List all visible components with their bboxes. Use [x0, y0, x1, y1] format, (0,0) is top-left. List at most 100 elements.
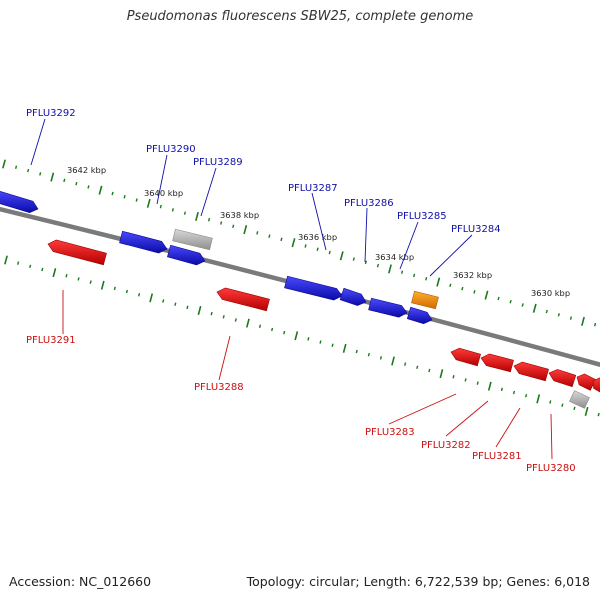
gene-label[interactable]: PFLU3283 — [365, 427, 415, 438]
ruler-tick — [597, 412, 600, 417]
gene-label-connector — [30, 118, 46, 166]
gene-feature[interactable] — [216, 287, 270, 312]
ruler-tick — [100, 280, 105, 290]
gene-feature[interactable] — [480, 353, 514, 373]
ruler-tick — [65, 274, 68, 278]
ruler-tick — [149, 293, 154, 303]
ruler-tick — [536, 394, 541, 404]
ruler-tick — [484, 290, 489, 300]
ruler-tick — [497, 296, 500, 301]
gene-features[interactable] — [0, 190, 600, 409]
gene-feature[interactable] — [368, 297, 408, 318]
ruler-tick — [159, 204, 162, 209]
ruler-tick — [487, 381, 492, 391]
gene-feature[interactable] — [450, 347, 481, 367]
ruler-tick — [146, 198, 151, 208]
ruler-tick — [245, 318, 250, 328]
ruler-tick — [41, 267, 44, 272]
gene-feature[interactable] — [284, 275, 343, 301]
gene-label[interactable]: PFLU3285 — [397, 211, 447, 222]
gene-feature[interactable] — [548, 369, 577, 388]
gene-label[interactable]: PFLU3281 — [472, 451, 522, 462]
gene-feature[interactable] — [592, 377, 600, 393]
ruler-tick — [258, 324, 262, 329]
ruler-tick — [197, 305, 202, 316]
gene-label[interactable]: PFLU3288 — [194, 382, 244, 393]
ruler-label: 3642 kbp — [67, 165, 106, 175]
ruler-tick — [400, 270, 404, 274]
gene-feature[interactable] — [513, 361, 549, 382]
gene-label-connector — [495, 407, 521, 448]
gene-feature[interactable] — [569, 390, 590, 409]
ruler-tick — [425, 277, 428, 281]
genome-summary: Topology: circular; Length: 6,722,539 bp… — [246, 574, 590, 589]
ruler-tick — [162, 299, 165, 303]
ruler-tick — [232, 224, 235, 229]
ruler-tick — [316, 247, 319, 251]
ruler-tick — [294, 331, 299, 341]
gene-label[interactable]: PFLU3282 — [421, 440, 471, 451]
ruler-tick — [584, 406, 589, 417]
ruler-tick — [210, 311, 213, 316]
ruler-tick — [464, 378, 467, 382]
gene-feature[interactable] — [172, 228, 213, 251]
ruler-tick — [545, 309, 548, 314]
ruler-tick — [449, 283, 452, 288]
ruler-tick — [352, 257, 355, 261]
ruler-tick — [439, 369, 444, 379]
ruler-tick — [123, 195, 126, 199]
ruler-tick — [183, 211, 187, 215]
gene-label[interactable]: PFLU3286 — [344, 198, 394, 209]
ruler-tick — [87, 185, 90, 189]
gene-label-connector — [445, 400, 489, 437]
ruler-tick — [171, 208, 174, 212]
gene-label[interactable]: PFLU3284 — [451, 224, 501, 235]
gene-label[interactable]: PFLU3291 — [26, 335, 76, 346]
ruler-tick — [473, 290, 476, 294]
ruler-tick — [234, 318, 237, 322]
ruler-tick — [75, 181, 78, 186]
gene-label[interactable]: PFLU3289 — [193, 157, 243, 168]
gene-feature[interactable] — [339, 287, 367, 306]
gene-feature[interactable] — [119, 230, 168, 254]
gene-feature[interactable] — [0, 190, 39, 214]
ruler-tick — [561, 403, 564, 407]
ruler-tick — [135, 198, 138, 202]
ruler-tick — [342, 343, 347, 353]
gene-label[interactable]: PFLU3280 — [526, 463, 576, 474]
gene-label-connector — [200, 167, 217, 217]
gene-feature[interactable] — [47, 239, 107, 266]
ruler-tick — [367, 352, 370, 357]
gene-feature[interactable] — [167, 244, 206, 266]
gene-label[interactable]: PFLU3287 — [288, 183, 338, 194]
ruler-tick — [220, 221, 223, 225]
ruler-tick — [581, 316, 585, 326]
ruler-inner-ticks — [4, 255, 600, 417]
ruler-tick — [4, 255, 8, 265]
ruler-tick — [207, 218, 211, 222]
ruler-tick — [331, 343, 334, 347]
gene-label-connectors — [30, 118, 553, 460]
ruler-tick — [436, 277, 441, 287]
ruler-outer-ticks — [2, 159, 597, 327]
gene-feature[interactable] — [411, 290, 439, 310]
ruler-tick — [283, 330, 286, 335]
ruler-tick — [89, 280, 92, 284]
ruler-tick — [195, 211, 199, 222]
ruler-tick — [52, 268, 57, 278]
ruler-tick — [222, 315, 225, 319]
ruler-tick — [379, 356, 383, 360]
ruler-tick — [569, 316, 573, 320]
ruler-tick — [307, 337, 310, 341]
ruler-label: 3634 kbp — [375, 252, 414, 262]
gene-label[interactable]: PFLU3292 — [26, 108, 76, 119]
ruler-tick — [125, 289, 129, 294]
ruler-tick — [512, 390, 516, 395]
ruler-tick — [14, 165, 18, 170]
gene-label[interactable]: PFLU3290 — [146, 144, 196, 155]
ruler-label: 3632 kbp — [453, 270, 492, 280]
ruler-tick — [355, 349, 358, 354]
gene-feature[interactable] — [406, 306, 433, 325]
